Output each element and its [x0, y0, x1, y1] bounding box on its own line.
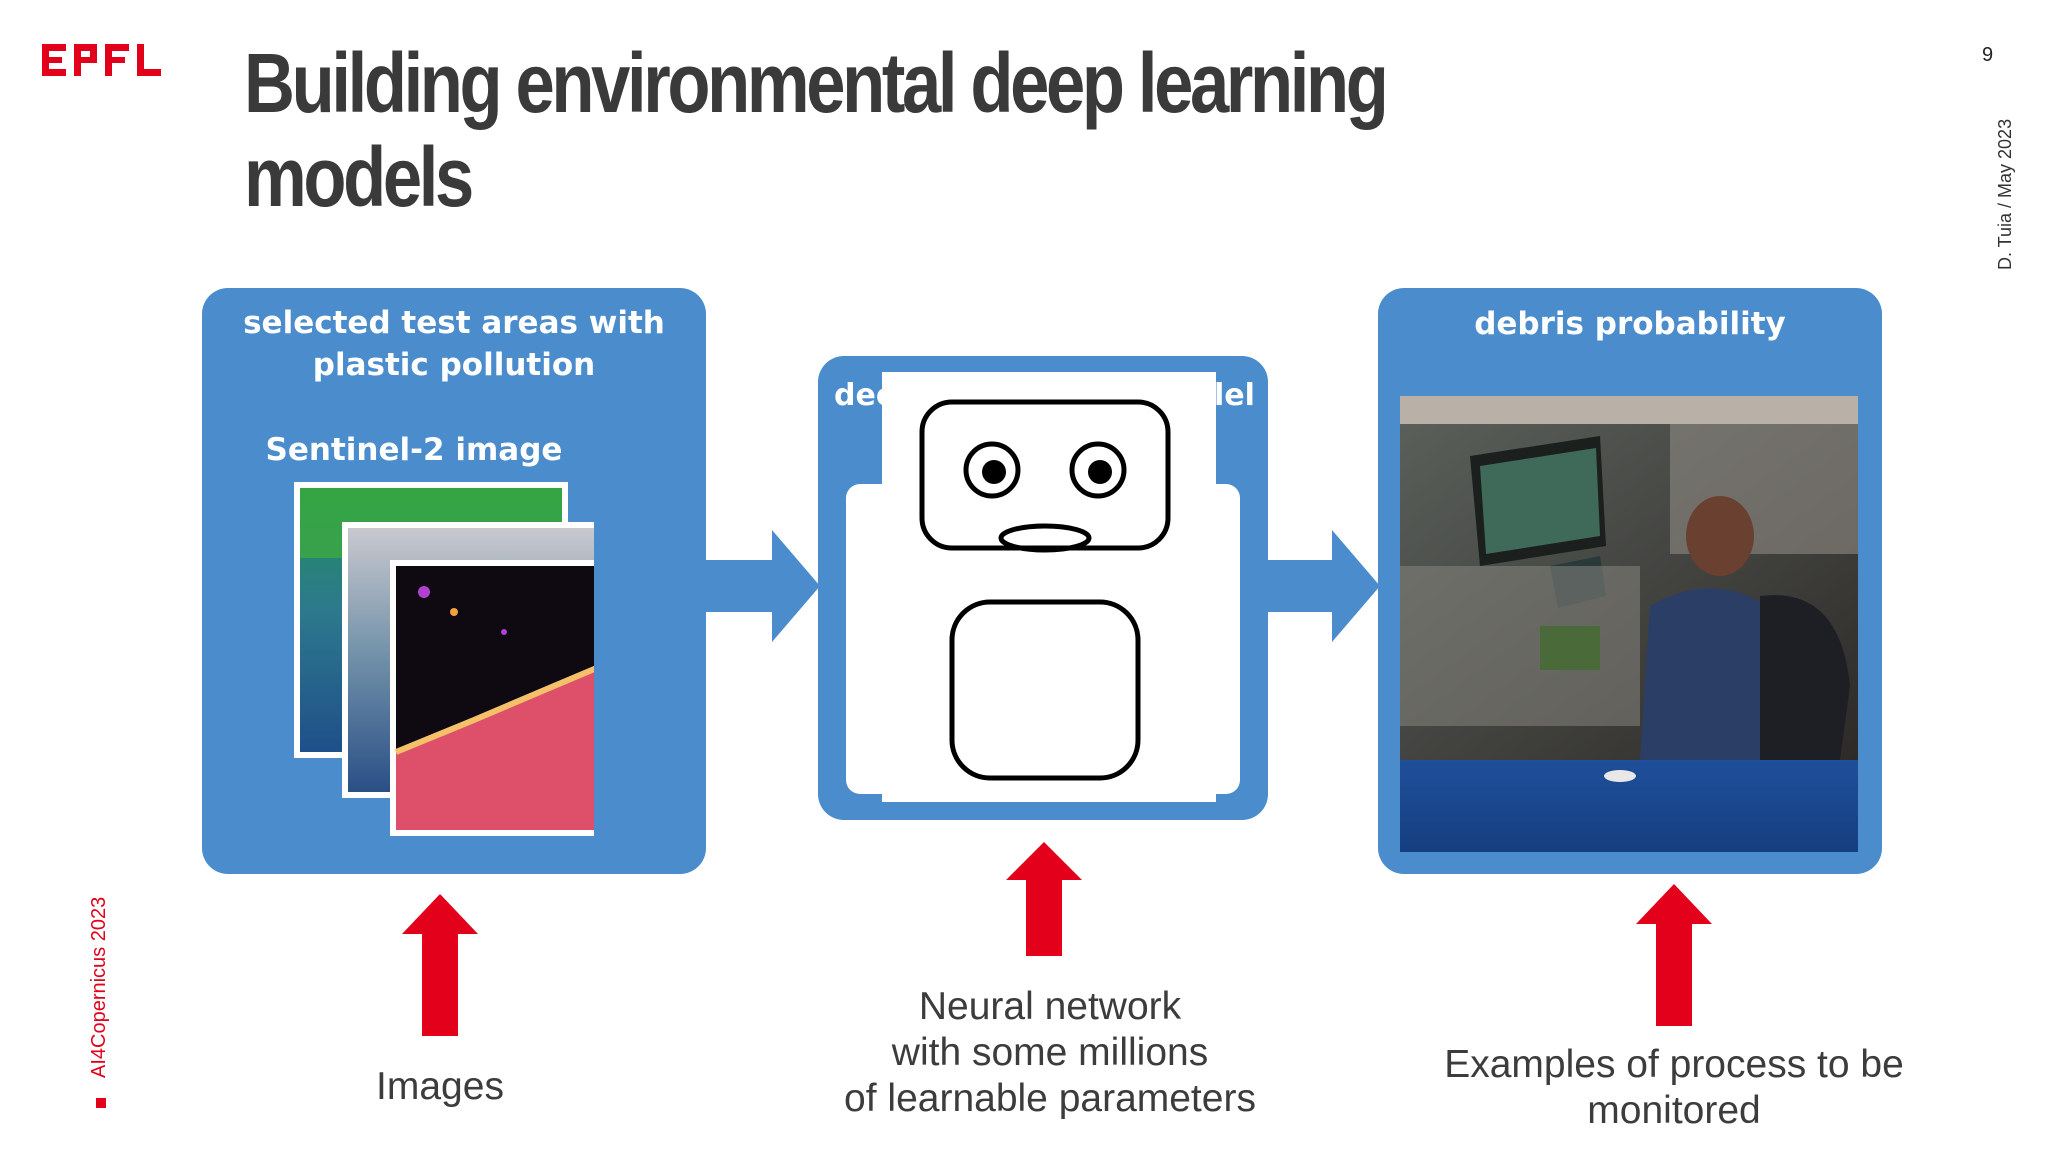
right-panel-heading: debris probability: [1474, 306, 1786, 342]
author-date-label: D. Tuia / May 2023: [1995, 118, 2015, 270]
event-marker: [96, 1098, 106, 1108]
flow-arrow-2: [1266, 530, 1380, 642]
left-panel-heading-1: selected test areas with: [243, 305, 665, 341]
slide-title: Building environmental deep learning mod…: [244, 36, 1420, 224]
office-photo: [1400, 396, 1858, 852]
caption-network-line-1: Neural network: [918, 985, 1182, 1028]
caption-examples-line-1: Examples of process to be: [1444, 1043, 1904, 1086]
robot-icon: [882, 372, 1216, 802]
sentinel-image-stack: [294, 482, 594, 836]
caption-network-line-2: with some millions: [891, 1031, 1209, 1074]
caption-network-line-3: of learnable parameters: [844, 1077, 1256, 1120]
caption-examples: Examples of process to be monitored: [1394, 1042, 1954, 1134]
caption-images: Images: [376, 1065, 504, 1108]
title-line-2: models: [244, 130, 474, 224]
middle-panel-heading-right: lel: [1214, 378, 1255, 413]
red-arrow-network: [1006, 842, 1082, 956]
red-arrow-examples: [1636, 884, 1712, 1026]
title-line-1: Building environmental deep learning: [244, 36, 1389, 130]
red-arrow-images: [402, 894, 478, 1036]
epfl-logo: [42, 44, 161, 76]
caption-examples-line-2: monitored: [1587, 1089, 1761, 1132]
left-panel-heading-2: plastic pollution: [312, 347, 596, 383]
page-number: 9: [1982, 44, 1994, 66]
caption-network: Neural network with some millions of lea…: [790, 984, 1310, 1122]
event-label: AI4Copernicus 2023: [88, 896, 110, 1078]
panel-input-images: selected test areas with plastic polluti…: [202, 288, 706, 874]
flow-arrow-1: [706, 530, 820, 642]
sentinel-label: Sentinel-2 image: [265, 432, 563, 468]
